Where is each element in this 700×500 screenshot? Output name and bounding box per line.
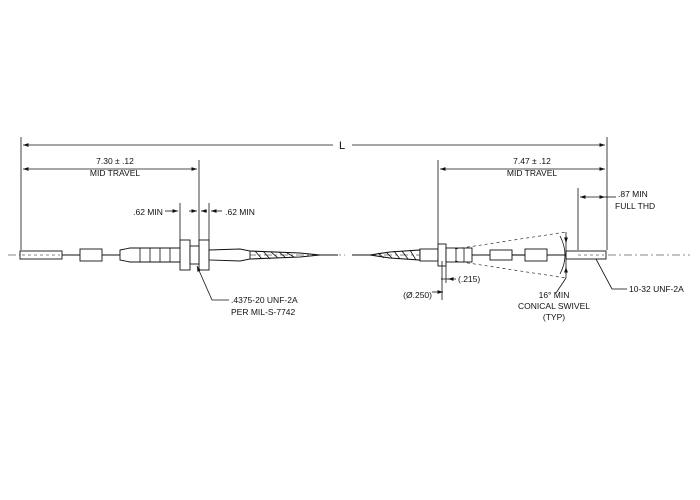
swivel-angle-label: 16° MIN xyxy=(539,290,570,300)
swivel-cone-lower xyxy=(454,260,567,279)
left-end-assembly: 7.30 ± .12 MID TRAVEL .62 MIN .62 MIN .4… xyxy=(19,156,338,317)
left-thread-spec-1: .4375-20 UNF-2A xyxy=(231,295,298,305)
left-threaded-section xyxy=(189,245,200,265)
swivel-cone-upper xyxy=(454,231,567,250)
left-mid-travel-dim: 7.30 ± .12 xyxy=(96,156,134,166)
overall-length-label: L xyxy=(339,140,345,152)
right-swivel-body xyxy=(445,247,473,263)
swivel-type-label: CONICAL SWIVEL xyxy=(518,301,590,311)
right-rod-thread-spec: 10-32 UNF-2A xyxy=(629,284,684,294)
left-body xyxy=(119,247,186,263)
left-jam-nut-1 xyxy=(179,239,191,271)
right-offset-dim: (.215) xyxy=(458,274,480,284)
right-diameter-dim: (Ø.250) xyxy=(403,290,432,300)
left-jam-nut-2 xyxy=(198,239,210,271)
left-thread-spec-2: PER MIL-S-7742 xyxy=(231,307,296,317)
overall-length-dimension: L xyxy=(20,137,608,250)
right-nut-min-dim: .62 MIN xyxy=(225,207,255,217)
right-sleeve xyxy=(524,248,548,262)
right-end-assembly: 7.47 ± .12 MID TRAVEL .87 MIN FULL THD 1… xyxy=(352,156,684,322)
right-mid-travel-label: MID TRAVEL xyxy=(507,168,557,178)
right-thread-min-label: FULL THD xyxy=(615,201,655,211)
right-mid-travel-dim: 7.47 ± .12 xyxy=(513,156,551,166)
left-mid-travel-label: MID TRAVEL xyxy=(90,168,140,178)
right-thread-min-dim: .87 MIN xyxy=(618,189,648,199)
left-nut-min-dim: .62 MIN xyxy=(133,207,163,217)
swivel-typ-label: (TYP) xyxy=(543,312,565,322)
left-sleeve xyxy=(79,248,103,262)
